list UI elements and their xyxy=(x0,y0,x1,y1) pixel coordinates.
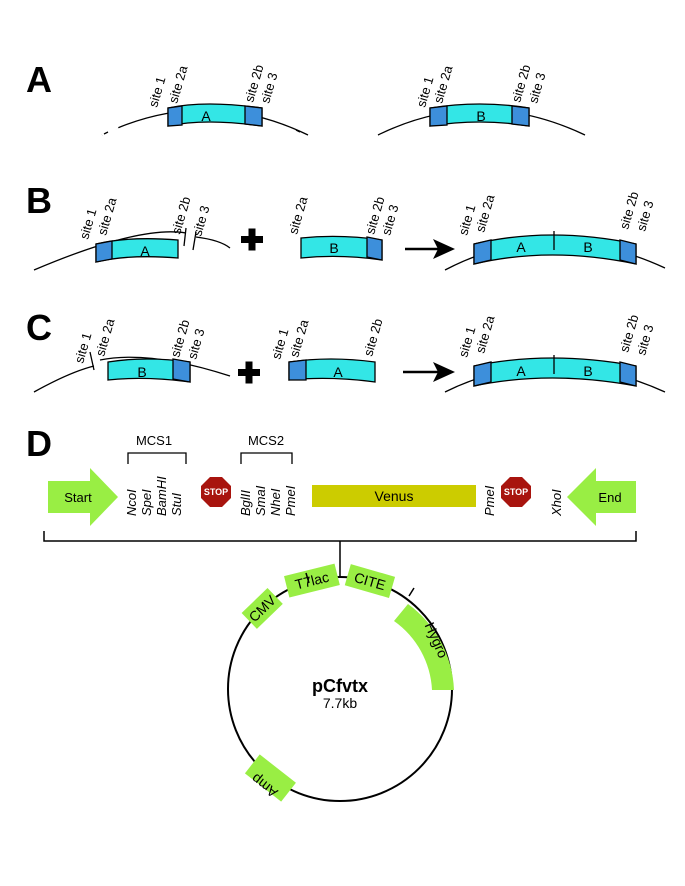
site-label: site 2a xyxy=(472,192,497,234)
plasmid-map: CMV T7lac CITE Hygro Amp pCfvtx 7.7kb xyxy=(227,563,454,802)
panel-a-right-vector: B site 1 site 2a site 2b site 3 xyxy=(377,63,586,136)
panel-b-result: A B site 1 site 2a site 2b site 3 xyxy=(444,190,666,271)
mcs1-sites: NcoI SpeI BamHI StuI xyxy=(124,476,184,516)
site-xhoi: XhoI xyxy=(549,489,564,517)
site-label: site 2a xyxy=(286,317,311,359)
mcs2-bracket: MCS2 xyxy=(240,433,293,464)
site-spei: SpeI xyxy=(139,489,154,516)
stop-icon: STOP xyxy=(501,477,531,507)
fragment-label: A xyxy=(516,239,526,255)
plus-icon xyxy=(238,361,260,384)
mcs2-label: MCS2 xyxy=(248,433,284,448)
fragment-label: B xyxy=(583,363,592,379)
arrow-icon xyxy=(403,362,455,382)
site-box xyxy=(429,105,448,127)
fragment-label: A xyxy=(140,243,150,259)
panel-c-insert: A site 1 site 2a site 2b xyxy=(268,317,385,383)
site-pmei: PmeI xyxy=(283,485,298,516)
site-bamhi: BamHI xyxy=(154,476,169,516)
plasmid-size: 7.7kb xyxy=(323,695,357,711)
site-box xyxy=(511,105,530,127)
site-label: site 2a xyxy=(94,195,119,237)
site-ncoi: NcoI xyxy=(124,489,139,516)
panel-label-a: A xyxy=(26,59,52,100)
site-box xyxy=(167,105,183,127)
start-label: Start xyxy=(64,490,92,505)
end-label: End xyxy=(598,490,621,505)
site-box xyxy=(244,105,263,127)
arrow-icon xyxy=(405,239,455,259)
site-smai: SmaI xyxy=(253,485,268,516)
fragment-label: B xyxy=(476,108,485,124)
panel-a-left-vector: A site 1 site 2a site 2b site 3 xyxy=(101,63,309,137)
plus-icon xyxy=(241,228,263,251)
site-label: site 3 xyxy=(189,204,212,238)
site-label: site 2a xyxy=(430,63,455,105)
panel-label-b: B xyxy=(26,180,52,221)
stop-icon: STOP xyxy=(201,477,231,507)
panel-b-insert: B site 2a site 2b site 3 xyxy=(285,194,401,261)
site-label: site 2a xyxy=(285,194,310,236)
end-arrow-icon: End xyxy=(567,468,636,526)
feature-amp: Amp xyxy=(244,754,296,802)
site-label: site 2a xyxy=(472,313,497,355)
fragment-label: A xyxy=(201,108,211,124)
panel-label-d: D xyxy=(26,423,52,464)
cassette-bracket xyxy=(43,531,637,576)
panel-c-left-vector: B site 1 site 2a site 2b site 3 xyxy=(33,316,231,393)
site-nhei: NheI xyxy=(268,488,283,516)
fragment-label: A xyxy=(333,364,343,380)
mcs1-bracket: MCS1 xyxy=(127,433,187,464)
mcs1-label: MCS1 xyxy=(136,433,172,448)
fragment-label: B xyxy=(329,240,338,256)
start-arrow-icon: Start xyxy=(48,468,118,526)
site-label: site 2a xyxy=(92,316,117,358)
panel-c-result: A B site 1 site 2a site 2b site 3 xyxy=(444,313,666,393)
site-stui: StuI xyxy=(169,492,184,516)
venus-gene: Venus xyxy=(312,485,476,507)
stop-label: STOP xyxy=(204,487,228,497)
panel-label-c: C xyxy=(26,307,52,348)
site-label: site 1 xyxy=(145,75,168,109)
venus-label: Venus xyxy=(375,488,414,504)
feature-cite: CITE xyxy=(344,564,396,598)
site-label: site 2b xyxy=(360,317,385,358)
feature-t7lac: T7lac xyxy=(284,563,340,598)
stop-label: STOP xyxy=(504,487,528,497)
site-bglii: BglII xyxy=(238,490,253,516)
plasmid-name: pCfvtx xyxy=(312,676,368,696)
fragment-label: A xyxy=(516,363,526,379)
fragment-label: B xyxy=(583,239,592,255)
feature-cmv: CMV xyxy=(241,588,283,629)
site-label: site 2a xyxy=(165,63,190,105)
fragment-label: B xyxy=(137,364,146,380)
feature-hygro: Hygro xyxy=(394,604,454,690)
mcs2-sites: BglII SmaI NheI PmeI xyxy=(238,485,298,516)
panel-b-left-vector: A site 1 site 2a site 2b site 3 xyxy=(33,195,231,271)
site-label: site 1 xyxy=(71,331,94,365)
site-pmei-2: PmeI xyxy=(482,485,497,516)
